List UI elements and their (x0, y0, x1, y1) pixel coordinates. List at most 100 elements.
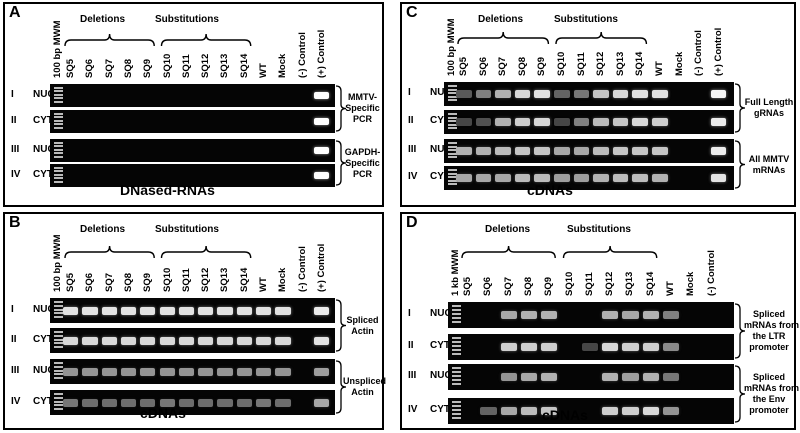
sample-band (602, 311, 619, 320)
sample-band (101, 336, 117, 345)
sample-band (475, 174, 492, 183)
ladder-band (448, 123, 457, 126)
sample-band (120, 336, 137, 345)
group-label-substitutions: Substitutions (155, 14, 219, 25)
panel-letter: D (406, 214, 418, 231)
sample-band (475, 90, 492, 99)
row-roman-numeral: IV (11, 395, 21, 407)
sample-band (573, 118, 590, 127)
ladder-band (448, 95, 457, 98)
row-fraction-name: NUC (430, 308, 452, 319)
panel-annotations-svg (64, 33, 347, 186)
ladder-band (54, 177, 63, 180)
ladder-band (448, 85, 457, 87)
sample-band (456, 90, 472, 99)
sample-band (573, 90, 590, 99)
sample-band (622, 343, 639, 352)
sample-band (632, 90, 648, 99)
ladder-band (54, 342, 63, 345)
panel-caption: cDNAs (542, 407, 588, 423)
panel-letter: C (406, 4, 418, 21)
sample-band (632, 118, 648, 127)
row-roman-numeral: III (11, 143, 20, 155)
sample-band (652, 90, 668, 99)
sample-band (663, 407, 680, 416)
row-fraction-name: CYT (33, 114, 53, 126)
ladder-band (452, 345, 461, 347)
gel-strip (448, 334, 734, 360)
sample-band (573, 147, 590, 156)
group-label-substitutions: Substitutions (155, 224, 219, 235)
sample-band (198, 398, 214, 407)
sample-band (82, 306, 98, 315)
ladder-band (452, 413, 461, 415)
sample-band (710, 90, 727, 99)
sample-band (593, 147, 609, 156)
gel-strip (50, 139, 335, 162)
sample-band (480, 407, 497, 416)
row-fraction-name: NUC (33, 88, 55, 100)
ladder-band (452, 417, 461, 419)
sample-band (456, 118, 472, 127)
sample-band (710, 147, 727, 156)
row-fraction-name: CYT (430, 404, 450, 415)
ladder-band (448, 113, 457, 115)
sample-band (140, 306, 156, 315)
ladder-band (452, 349, 461, 351)
row-fraction-name: NUC (33, 303, 55, 315)
substitutions-brace (555, 31, 648, 45)
sample-band (593, 174, 609, 183)
sample-band (663, 343, 680, 352)
ladder-band (448, 142, 457, 144)
ladder-band (54, 362, 63, 364)
row-fraction-name: NUC (33, 143, 55, 155)
ladder-band (54, 116, 63, 119)
sample-band (82, 336, 98, 345)
sample-band (475, 118, 492, 127)
side-annotation: Spliced mRNAs from the LTR promoter (744, 309, 800, 352)
sample-band (256, 398, 272, 407)
ladder-band (452, 305, 461, 307)
ladder-band (452, 379, 461, 381)
gel-strip (444, 110, 734, 134)
sample-band (612, 174, 629, 183)
ladder-band (54, 113, 63, 115)
sample-band (554, 118, 570, 127)
sample-band (275, 367, 291, 376)
group-label-deletions: Deletions (80, 224, 126, 235)
ladder-band (448, 176, 457, 179)
ladder-band (54, 377, 63, 380)
ladder-band (452, 367, 461, 369)
sample-band (581, 343, 599, 352)
group-label-deletions: Deletions (478, 14, 524, 25)
ladder-band (452, 341, 461, 343)
sample-band (313, 172, 330, 180)
row-label: I NUC (11, 89, 55, 100)
sample-band (82, 398, 98, 407)
row-roman-numeral: III (11, 364, 20, 376)
sample-band (652, 147, 668, 156)
gel-strip (444, 139, 734, 163)
row-fraction-name: NUC (430, 370, 452, 381)
ladder-band (452, 309, 461, 311)
row-roman-numeral: III (408, 370, 417, 381)
ladder-band (54, 396, 63, 399)
side-annotation: All MMTV mRNAs (748, 153, 790, 175)
row-fraction-name: CYT (33, 333, 53, 345)
row-label: III NUC (11, 144, 55, 155)
ladder-band (452, 317, 461, 319)
ladder-band (54, 308, 63, 311)
ladder-band (452, 401, 461, 403)
sample-band (198, 306, 214, 315)
row-label: III NUC (408, 370, 452, 381)
sample-band (256, 336, 272, 345)
row-roman-numeral: I (11, 88, 14, 100)
sample-band (612, 90, 629, 99)
sample-band (622, 373, 639, 382)
ladder-band (448, 156, 457, 159)
sample-band (275, 306, 291, 315)
sample-band (642, 407, 659, 416)
ladder-band (54, 304, 63, 307)
